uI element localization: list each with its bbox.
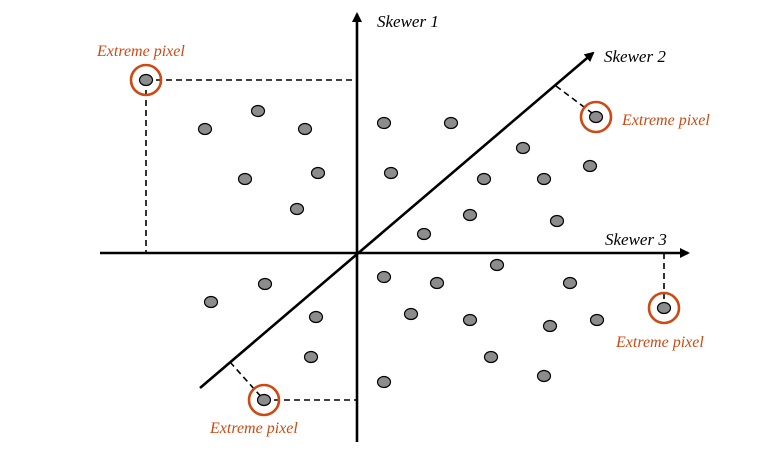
extreme-label-upper-right: Extreme pixel	[621, 112, 710, 129]
pixel-point	[297, 122, 313, 136]
pixel-point	[289, 202, 305, 216]
extreme-pixel-bottom	[247, 383, 281, 417]
pixel-point	[542, 319, 558, 333]
pixel-point	[416, 227, 432, 241]
extreme-pixel-top-left	[129, 63, 163, 97]
extreme-pixel-right	[647, 291, 681, 325]
pixel-point	[403, 307, 419, 321]
extreme-pixel-upper-right	[579, 100, 613, 134]
pixel-point	[376, 375, 392, 389]
pixel-point	[536, 369, 552, 383]
pixel-point	[462, 208, 478, 222]
pixel-point	[203, 295, 219, 309]
pixel-point	[138, 73, 154, 87]
pixel-point	[536, 172, 552, 186]
extreme-label-bottom: Extreme pixel	[209, 420, 298, 437]
pixel-point	[549, 214, 565, 228]
pixel-point	[197, 122, 213, 136]
highlight-ring	[129, 63, 163, 97]
pixel-point	[376, 270, 392, 284]
pixel-point	[256, 393, 272, 407]
pixel-point	[257, 277, 273, 291]
pixel-point	[476, 172, 492, 186]
pixel-point	[310, 166, 326, 180]
skewer3-label: Skewer 3	[605, 230, 667, 249]
pixel-point	[250, 104, 266, 118]
pixel-cloud	[197, 104, 605, 389]
pixel-point	[443, 116, 459, 130]
pixel-point	[303, 350, 319, 364]
skewer2-axis	[199, 51, 595, 389]
pixel-point	[582, 159, 598, 173]
highlight-ring	[247, 383, 281, 417]
pixel-point	[656, 301, 672, 315]
projection-line-upper-right	[555, 85, 597, 117]
extreme-label-top-left: Extreme pixel	[96, 43, 185, 60]
pixel-point	[562, 276, 578, 290]
pixel-point	[383, 166, 399, 180]
pixel-point	[308, 310, 324, 324]
extreme-label-right: Extreme pixel	[615, 334, 704, 351]
highlight-ring	[579, 100, 613, 134]
pixel-point	[429, 276, 445, 290]
pixel-point	[237, 172, 253, 186]
pixel-point	[376, 116, 392, 130]
skewer1-label: Skewer 1	[377, 12, 439, 31]
pixel-point	[489, 258, 505, 272]
pixel-point	[462, 313, 478, 327]
pixel-point	[589, 313, 605, 327]
highlight-ring	[647, 291, 681, 325]
skewer2-label: Skewer 2	[604, 47, 666, 66]
pixel-point	[588, 110, 604, 124]
projection-line-bottom-diagonal	[229, 361, 265, 401]
pixel-point	[483, 350, 499, 364]
pixel-point	[515, 141, 531, 155]
